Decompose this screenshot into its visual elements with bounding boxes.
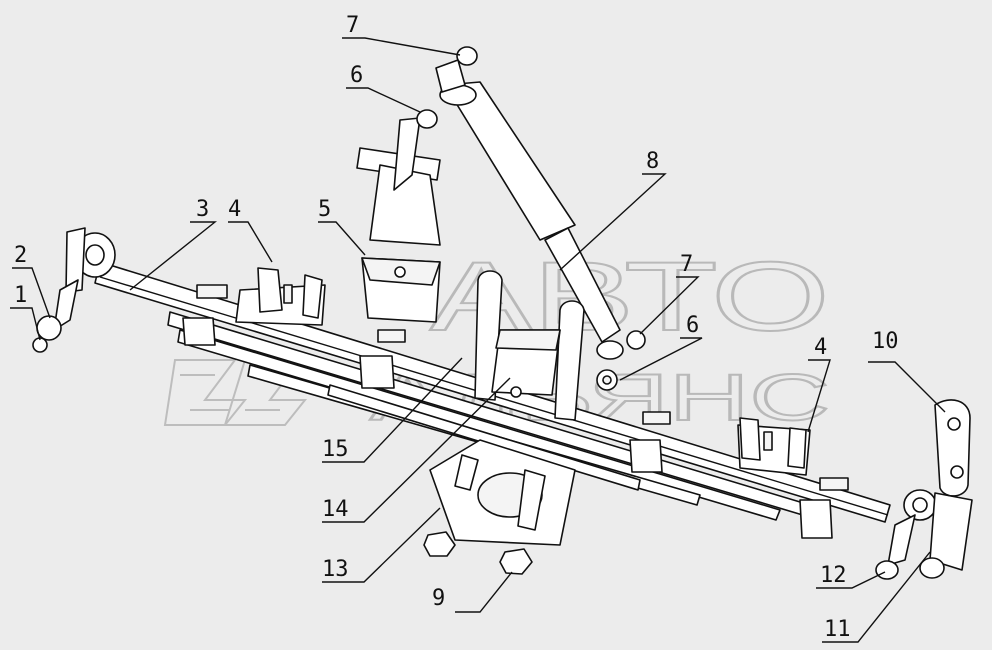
callout-2: 2 — [14, 243, 27, 268]
leader-lines — [10, 37, 946, 643]
callout-7-upper: 7 — [346, 13, 359, 38]
callout-10: 10 — [872, 329, 899, 354]
callout-12: 12 — [820, 563, 847, 588]
bump-stop-rear — [737, 417, 811, 476]
u-bolt-assembly — [474, 270, 585, 421]
rear-spring-eye — [875, 399, 973, 580]
callout-13: 13 — [322, 557, 349, 582]
callout-4-rear: 4 — [814, 335, 827, 360]
callout-1: 1 — [14, 283, 27, 308]
callout-5: 5 — [318, 197, 331, 222]
callout-9: 9 — [432, 586, 445, 611]
callout-8: 8 — [646, 149, 659, 174]
callout-14: 14 — [322, 497, 349, 522]
nuts — [423, 531, 533, 575]
bump-stop-front — [235, 267, 326, 326]
callout-6-lower: 6 — [686, 313, 699, 338]
front-spring-eye — [32, 227, 116, 353]
callout-3: 3 — [196, 197, 209, 222]
callout-4-front: 4 — [228, 197, 241, 222]
callout-15: 15 — [322, 437, 349, 462]
shock-absorber — [435, 46, 646, 391]
callout-6-upper: 6 — [350, 63, 363, 88]
callout-7-lower: 7 — [680, 252, 693, 277]
callout-11: 11 — [824, 617, 851, 642]
axle-seat — [429, 439, 576, 546]
callouts: 1 2 3 4 4 5 6 6 7 7 8 9 10 11 12 13 14 1… — [14, 13, 899, 642]
shock-bracket — [356, 109, 441, 323]
